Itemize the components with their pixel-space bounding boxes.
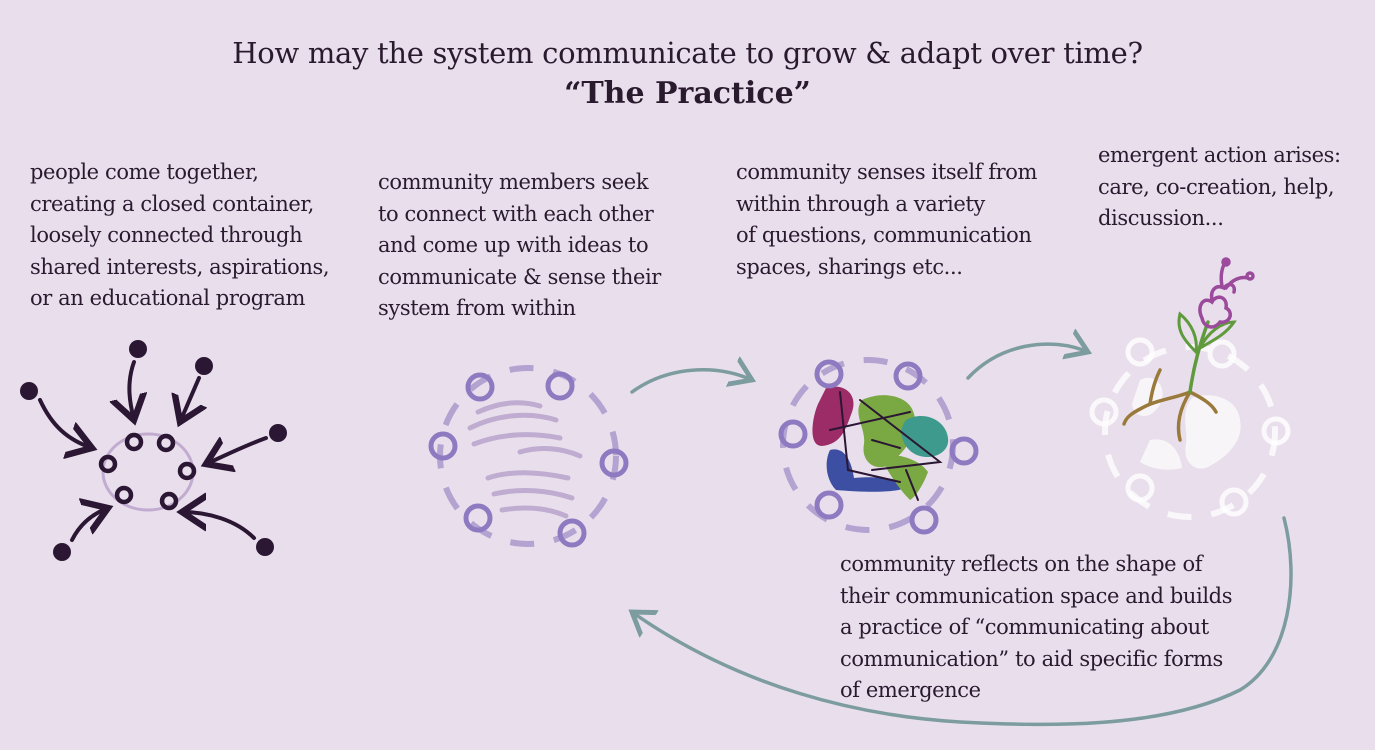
flower-bloom [1198,257,1255,329]
member-node [599,448,629,478]
member-node [463,503,493,533]
tendril-tip [1245,271,1255,281]
faded-shape [1140,439,1182,470]
stroke [485,470,571,481]
inner-node [159,491,179,511]
shape-teal [901,416,949,458]
inner-node [177,461,197,481]
arrow [38,398,92,448]
stage-emerge-text: emergent action arises: care, co-creatio… [1098,143,1341,230]
stroke [475,400,543,415]
arrow [206,436,268,464]
arrow [70,508,108,542]
member-nodes [428,371,629,548]
petal [1209,282,1237,302]
arrow [129,360,134,420]
line [859,399,943,471]
member-nodes [778,359,979,535]
root [1176,390,1192,442]
root [1122,390,1192,426]
line [829,411,911,431]
person-dot [129,340,147,358]
faded-shape [1185,395,1241,469]
member-node [465,372,495,402]
person-dot [53,543,71,561]
member-nodes [1089,337,1291,517]
flower [1177,257,1255,394]
person-dot [20,382,38,400]
gather-illustration [20,340,287,561]
shape-green-lower [880,454,928,500]
member-node [778,419,808,449]
member-node [1089,397,1119,427]
sense-illustration [778,357,979,535]
petal [1198,295,1232,329]
stroke [499,505,569,519]
person-dot [195,357,213,375]
member-node [814,359,844,389]
arrow-sense-to-emerge [966,344,1088,380]
member-node [1207,339,1237,369]
member-node [545,371,575,401]
sense-lines [829,391,943,501]
flower-leaf [1196,320,1237,352]
member-node [893,361,923,391]
inner-node [114,485,134,505]
person-dot [256,538,274,556]
feedback-arrow [632,516,1293,727]
inner-nodes [98,432,197,511]
member-node [1219,487,1249,517]
inner-node [98,454,118,474]
gather-arrows [38,360,268,542]
stroke [467,412,559,431]
arrow [180,376,199,422]
member-node [909,505,939,535]
roots [1122,368,1218,442]
outer-people [20,340,287,561]
stage-connect-text: community members seek to connect with e… [378,170,661,320]
member-node [814,490,844,520]
shape-magenta [812,386,854,446]
member-node [428,431,458,461]
flower-leaf [1177,311,1198,356]
person-dot [269,424,287,442]
stroke [471,432,563,447]
member-node [1261,416,1291,446]
member-node [1125,337,1155,367]
line [839,391,901,483]
root [1188,390,1218,414]
flower-stem [1188,320,1210,394]
stage-gather-text: people come together, creating a closed … [30,160,330,310]
root [1148,368,1162,406]
diagram-title: How may the system communicate to grow &… [232,36,1143,70]
emerge-illustration [1089,257,1291,520]
arrow [182,512,256,540]
tendril-tip [1221,257,1231,267]
diagram-subtitle: “The Practice” [564,76,811,111]
stroke [517,446,583,459]
member-node [949,436,979,466]
member-node [1125,473,1155,503]
stroke [491,488,575,501]
tendril [1224,275,1250,290]
stage-sense-text: community senses itself from within thro… [736,160,1038,279]
line [871,439,901,449]
inner-node [124,432,144,452]
member-node [557,518,587,548]
connect-illustration [428,365,629,548]
arrow-connect-to-sense [630,370,752,394]
inner-node [156,433,176,453]
line [905,469,919,501]
stage-reflect-text: community reflects on the shape of their… [840,552,1233,702]
connection-strokes [467,400,583,519]
